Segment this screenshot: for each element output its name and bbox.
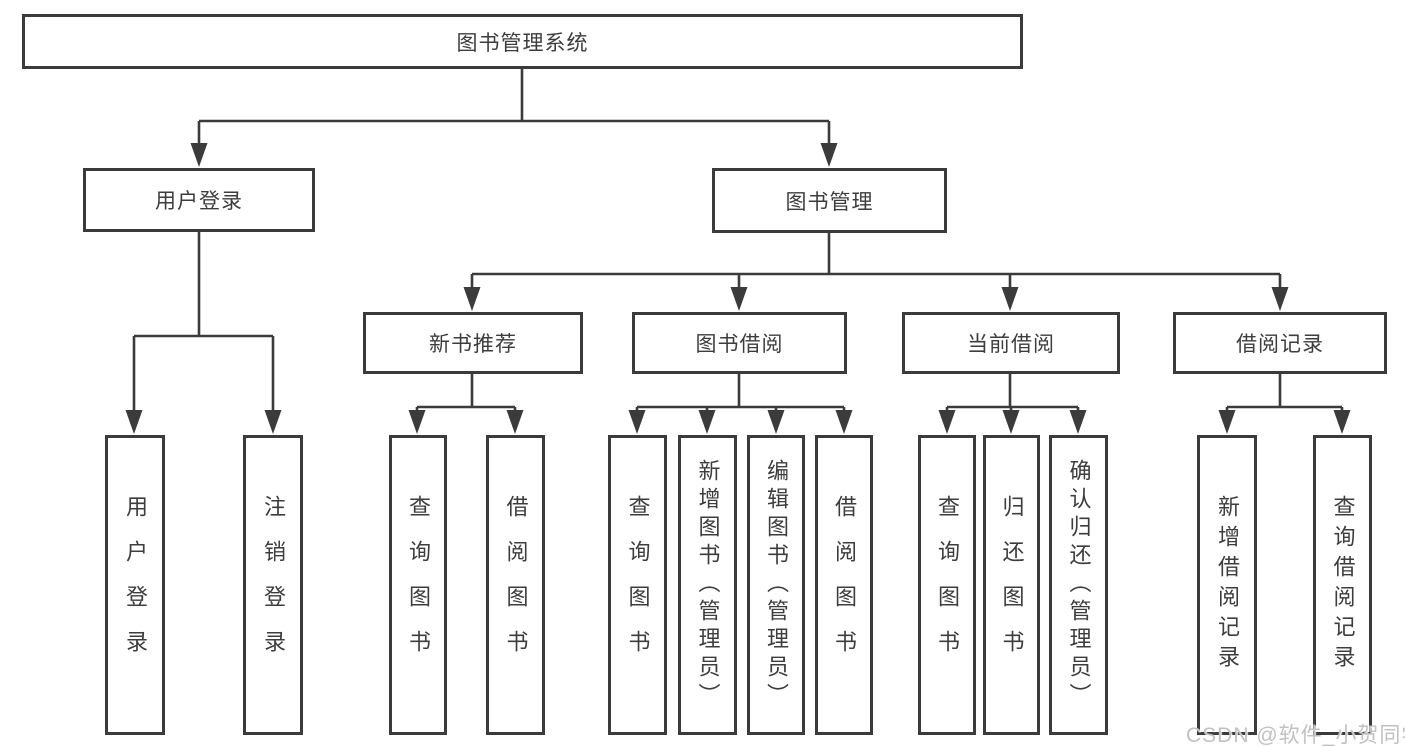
node-book-borrow-label: 图书借阅 <box>695 333 784 356</box>
node-root: 图书管理系统 <box>22 14 1023 69</box>
node-book-management-label: 图书管理 <box>785 190 874 214</box>
leaf-logout-label: 注销登录 <box>261 495 286 675</box>
leaf-borrow-books-recommend: 借阅图书 <box>486 435 545 735</box>
node-borrow-records-label: 借阅记录 <box>1236 333 1324 356</box>
leaf-edit-books-admin-label: 编辑图书（管理员） <box>764 459 789 711</box>
node-book-borrow: 图书借阅 <box>632 312 847 374</box>
leaf-add-books-admin-label: 新增图书（管理员） <box>695 459 721 711</box>
leaf-logout: 注销登录 <box>243 435 303 735</box>
node-book-management: 图书管理 <box>712 168 947 233</box>
leaf-query-books-current-label: 查询图书 <box>935 495 960 675</box>
leaf-borrow-books-recommend-label: 借阅图书 <box>503 495 529 675</box>
node-current-borrow: 当前借阅 <box>902 312 1120 374</box>
leaf-add-books-admin: 新增图书（管理员） <box>678 435 737 735</box>
leaf-confirm-return-admin: 确认归还（管理员） <box>1049 435 1108 735</box>
leaf-edit-books-admin: 编辑图书（管理员） <box>747 435 805 735</box>
leaf-confirm-return-admin-label: 确认归还（管理员） <box>1066 459 1092 711</box>
leaf-query-books-recommend-label: 查询图书 <box>406 495 431 675</box>
node-new-book-recommend-label: 新书推荐 <box>429 333 517 356</box>
watermark-text: CSDN @软件_小贺同学 <box>1186 724 1405 747</box>
node-borrow-records: 借阅记录 <box>1173 312 1387 374</box>
leaf-query-borrow-record: 查询借阅记录 <box>1313 435 1372 735</box>
leaf-borrow-books: 借阅图书 <box>815 435 873 735</box>
leaf-query-books-borrow: 查询图书 <box>608 435 667 735</box>
leaf-borrow-books-label: 借阅图书 <box>832 495 857 675</box>
node-root-label: 图书管理系统 <box>456 31 589 55</box>
node-current-borrow-label: 当前借阅 <box>967 333 1055 356</box>
leaf-query-borrow-record-label: 查询借阅记录 <box>1330 495 1356 675</box>
leaf-query-books-recommend: 查询图书 <box>389 435 447 735</box>
leaf-query-books-current: 查询图书 <box>918 435 976 735</box>
node-new-book-recommend: 新书推荐 <box>363 312 583 374</box>
leaf-add-borrow-record-label: 新增借阅记录 <box>1215 495 1240 675</box>
node-user-login-label: 用户登录 <box>155 190 243 213</box>
leaf-return-books: 归还图书 <box>983 435 1040 735</box>
leaf-query-books-borrow-label: 查询图书 <box>625 495 651 675</box>
node-user-login: 用户登录 <box>83 168 315 232</box>
leaf-user-login-label: 用户登录 <box>123 495 148 675</box>
leaf-return-books-label: 归还图书 <box>999 495 1025 675</box>
leaf-add-borrow-record: 新增借阅记录 <box>1197 435 1257 735</box>
leaf-user-login: 用户登录 <box>105 435 165 735</box>
